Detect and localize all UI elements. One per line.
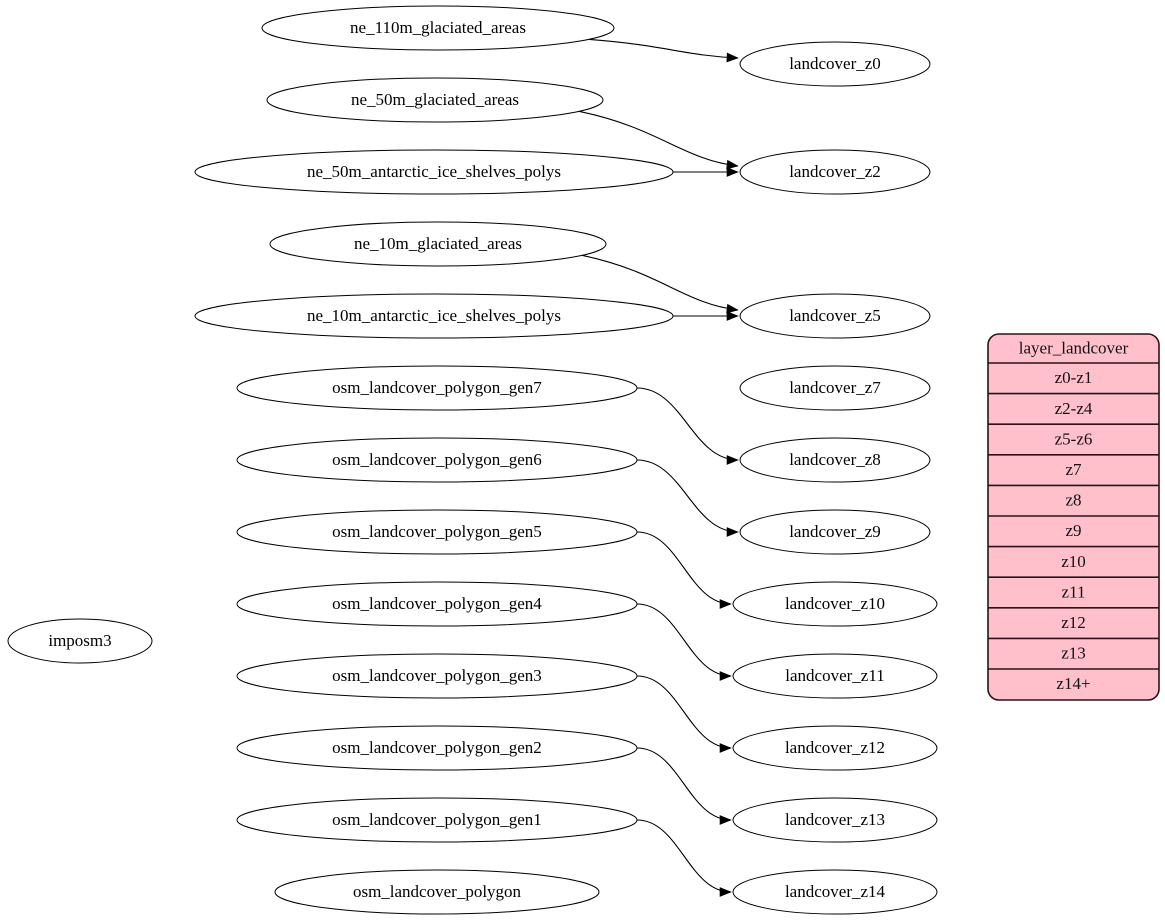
edge-osm_landcover_polygon_gen7-to-landcover_z8 xyxy=(636,387,739,461)
node-landcover_z8[interactable]: landcover_z8 xyxy=(739,437,931,483)
edge-ne_50m_glaciated_areas-to-landcover_z2-arrowhead xyxy=(726,159,739,170)
node-landcover_z11[interactable]: landcover_z11 xyxy=(732,653,938,699)
edge-ne_50m_antarctic_ice_shelves_polys-to-landcover_z2-arrowhead xyxy=(726,167,739,177)
edge-osm_landcover_polygon_gen7-to-landcover_z8-arrowhead xyxy=(726,455,739,465)
node-ellipse-landcover_z2[interactable] xyxy=(739,149,931,195)
node-osm_landcover_polygon_gen4[interactable]: osm_landcover_polygon_gen4 xyxy=(236,581,638,627)
node-ellipse-ne_10m_glaciated_areas[interactable] xyxy=(269,221,607,267)
node-ellipse-landcover_z10[interactable] xyxy=(732,581,938,627)
node-landcover_z0[interactable]: landcover_z0 xyxy=(739,41,931,87)
edge-osm_landcover_polygon_gen6-to-landcover_z9-arrowhead xyxy=(726,527,739,537)
node-ellipse-imposm3[interactable] xyxy=(7,618,153,664)
node-ellipse-ne_50m_antarctic_ice_shelves_polys[interactable] xyxy=(194,149,674,195)
edge-osm_landcover_polygon_gen5-to-landcover_z10 xyxy=(636,531,732,605)
node-osm_landcover_polygon_gen6[interactable]: osm_landcover_polygon_gen6 xyxy=(236,437,638,483)
edge-osm_landcover_polygon_gen4-to-landcover_z11-arrowhead xyxy=(719,671,732,681)
node-ellipse-ne_50m_glaciated_areas[interactable] xyxy=(266,77,604,123)
node-ne_50m_antarctic_ice_shelves_polys[interactable]: ne_50m_antarctic_ice_shelves_polys xyxy=(194,149,674,195)
edge-osm_landcover_polygon_gen6-to-landcover_z9 xyxy=(636,459,739,533)
node-landcover_z12[interactable]: landcover_z12 xyxy=(732,725,938,771)
node-ellipse-osm_landcover_polygon_gen5[interactable] xyxy=(236,509,638,555)
node-osm_landcover_polygon_gen3[interactable]: osm_landcover_polygon_gen3 xyxy=(236,653,638,699)
node-ellipse-osm_landcover_polygon[interactable] xyxy=(274,869,600,915)
edge-osm_landcover_polygon_gen1-to-landcover_z14-arrowhead xyxy=(719,887,732,897)
edge-osm_landcover_polygon_gen1-to-landcover_z14 xyxy=(636,819,732,893)
node-ellipse-landcover_z11[interactable] xyxy=(732,653,938,699)
node-imposm3[interactable]: imposm3 xyxy=(7,618,153,664)
node-ellipse-landcover_z13[interactable] xyxy=(732,797,938,843)
node-ellipse-osm_landcover_polygon_gen2[interactable] xyxy=(236,725,638,771)
edge-ne_10m_glaciated_areas-to-landcover_z5-arrowhead xyxy=(726,303,739,314)
edge-osm_landcover_polygon_gen3-to-landcover_z12 xyxy=(636,675,732,749)
node-ellipse-landcover_z12[interactable] xyxy=(732,725,938,771)
node-ne_50m_glaciated_areas[interactable]: ne_50m_glaciated_areas xyxy=(266,77,604,123)
node-landcover_z10[interactable]: landcover_z10 xyxy=(732,581,938,627)
node-ne_110m_glaciated_areas[interactable]: ne_110m_glaciated_areas xyxy=(261,5,615,51)
node-osm_landcover_polygon[interactable]: osm_landcover_polygon xyxy=(274,869,600,915)
node-ellipse-osm_landcover_polygon_gen6[interactable] xyxy=(236,437,638,483)
node-ellipse-osm_landcover_polygon_gen1[interactable] xyxy=(236,797,638,843)
edge-ne_10m_antarctic_ice_shelves_polys-to-landcover_z5-arrowhead xyxy=(726,311,739,321)
node-osm_landcover_polygon_gen2[interactable]: osm_landcover_polygon_gen2 xyxy=(236,725,638,771)
node-ellipse-landcover_z7[interactable] xyxy=(739,365,931,411)
edge-osm_landcover_polygon_gen2-to-landcover_z13-arrowhead xyxy=(719,815,732,825)
node-landcover_z9[interactable]: landcover_z9 xyxy=(739,509,931,555)
nodes-layer: imposm3 ne_110m_glaciated_areas ne_50m_gla… xyxy=(7,5,938,915)
table-body-shape xyxy=(987,333,1160,701)
node-ellipse-ne_110m_glaciated_areas[interactable] xyxy=(261,5,615,51)
edges-layer xyxy=(579,38,739,897)
edge-ne_110m_glaciated_areas-to-landcover_z0-arrowhead xyxy=(726,52,739,63)
node-landcover_z14[interactable]: landcover_z14 xyxy=(732,869,938,915)
node-landcover_z13[interactable]: landcover_z13 xyxy=(732,797,938,843)
edge-ne_110m_glaciated_areas-to-landcover_z0 xyxy=(589,38,739,59)
node-landcover_z2[interactable]: landcover_z2 xyxy=(739,149,931,195)
node-landcover_z5[interactable]: landcover_z5 xyxy=(739,293,931,339)
node-ne_10m_antarctic_ice_shelves_polys[interactable]: ne_10m_antarctic_ice_shelves_polys xyxy=(194,293,674,339)
node-osm_landcover_polygon_gen5[interactable]: osm_landcover_polygon_gen5 xyxy=(236,509,638,555)
edge-ne_10m_glaciated_areas-to-landcover_z5 xyxy=(582,254,739,311)
edge-osm_landcover_polygon_gen3-to-landcover_z12-arrowhead xyxy=(719,743,732,753)
node-osm_landcover_polygon_gen1[interactable]: osm_landcover_polygon_gen1 xyxy=(236,797,638,843)
node-ellipse-ne_10m_antarctic_ice_shelves_polys[interactable] xyxy=(194,293,674,339)
node-ellipse-osm_landcover_polygon_gen7[interactable] xyxy=(236,365,638,411)
edge-osm_landcover_polygon_gen2-to-landcover_z13 xyxy=(636,747,732,821)
edge-osm_landcover_polygon_gen4-to-landcover_z11 xyxy=(636,603,732,677)
node-ellipse-landcover_z0[interactable] xyxy=(739,41,931,87)
node-ellipse-osm_landcover_polygon_gen4[interactable] xyxy=(236,581,638,627)
node-osm_landcover_polygon_gen7[interactable]: osm_landcover_polygon_gen7 xyxy=(236,365,638,411)
node-ellipse-osm_landcover_polygon_gen3[interactable] xyxy=(236,653,638,699)
layer-landcover-table[interactable]: layer_landcoverz0-z1z2-z4z5-z6z7z8z9z10z… xyxy=(987,333,1160,701)
node-ellipse-landcover_z14[interactable] xyxy=(732,869,938,915)
node-ellipse-landcover_z9[interactable] xyxy=(739,509,931,555)
edge-ne_50m_glaciated_areas-to-landcover_z2 xyxy=(579,110,739,167)
node-ellipse-landcover_z8[interactable] xyxy=(739,437,931,483)
node-ellipse-landcover_z5[interactable] xyxy=(739,293,931,339)
node-ne_10m_glaciated_areas[interactable]: ne_10m_glaciated_areas xyxy=(269,221,607,267)
edge-osm_landcover_polygon_gen5-to-landcover_z10-arrowhead xyxy=(719,599,732,609)
node-landcover_z7[interactable]: landcover_z7 xyxy=(739,365,931,411)
